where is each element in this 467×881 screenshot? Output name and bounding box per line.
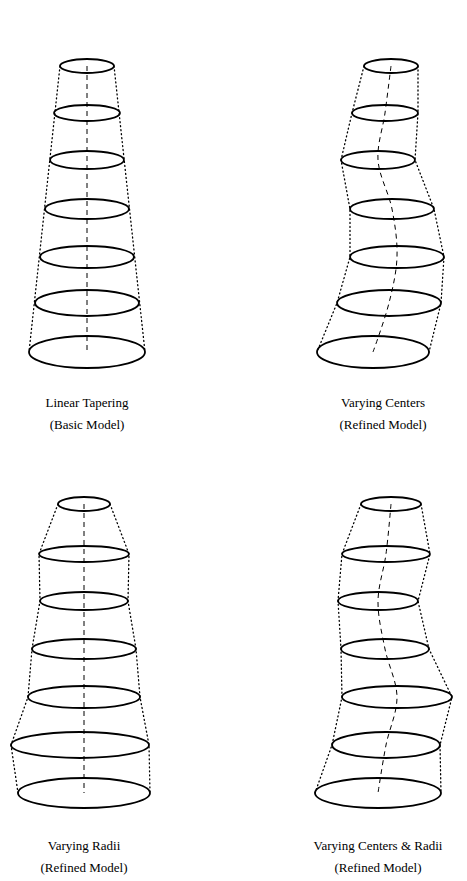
- cross-section: [342, 546, 430, 562]
- cross-section: [341, 151, 415, 169]
- cross-section: [60, 59, 114, 73]
- cross-section: [54, 105, 120, 121]
- cylinder-figure: [317, 59, 444, 368]
- cross-section: [11, 732, 149, 758]
- cross-section: [39, 546, 129, 562]
- contour-line: [415, 66, 444, 352]
- cross-section: [341, 639, 429, 659]
- axis-line: [87, 66, 88, 352]
- axis-line: [373, 66, 397, 352]
- contour-line: [315, 504, 361, 793]
- model-caption: (Refined Model): [334, 861, 421, 875]
- model-caption: (Refined Model): [339, 418, 426, 432]
- cross-section: [315, 778, 441, 808]
- cross-section: [45, 199, 129, 219]
- cross-section: [317, 336, 429, 368]
- cross-section: [40, 592, 128, 610]
- figure-caption: Linear Tapering: [46, 396, 129, 410]
- cross-section: [342, 686, 452, 708]
- cylinder-figure: [315, 497, 452, 808]
- cylinder-figure: [11, 497, 150, 808]
- cross-section: [32, 639, 136, 659]
- axis-line: [84, 504, 85, 793]
- cross-section: [337, 290, 441, 316]
- figure-caption: Varying Centers: [341, 396, 425, 410]
- cylinder-figure: [29, 59, 145, 368]
- model-caption: (Refined Model): [40, 861, 127, 875]
- cross-section: [28, 686, 140, 708]
- cross-section: [50, 151, 124, 169]
- contour-line: [11, 504, 58, 793]
- cross-section: [35, 290, 139, 316]
- cross-section: [338, 592, 418, 610]
- cross-section: [361, 497, 421, 511]
- figure-caption: Varying Radii: [48, 839, 121, 853]
- cross-section: [332, 732, 440, 758]
- cross-section: [352, 105, 418, 121]
- cross-section: [364, 59, 418, 73]
- cross-section: [40, 246, 134, 268]
- cross-section: [350, 246, 444, 268]
- axis-line: [378, 504, 397, 793]
- model-caption: (Basic Model): [50, 418, 125, 432]
- cross-section: [18, 778, 150, 808]
- figure-caption: Varying Centers & Radii: [314, 839, 443, 853]
- cross-section: [350, 199, 434, 219]
- cross-section: [29, 336, 145, 368]
- cross-section: [58, 497, 110, 511]
